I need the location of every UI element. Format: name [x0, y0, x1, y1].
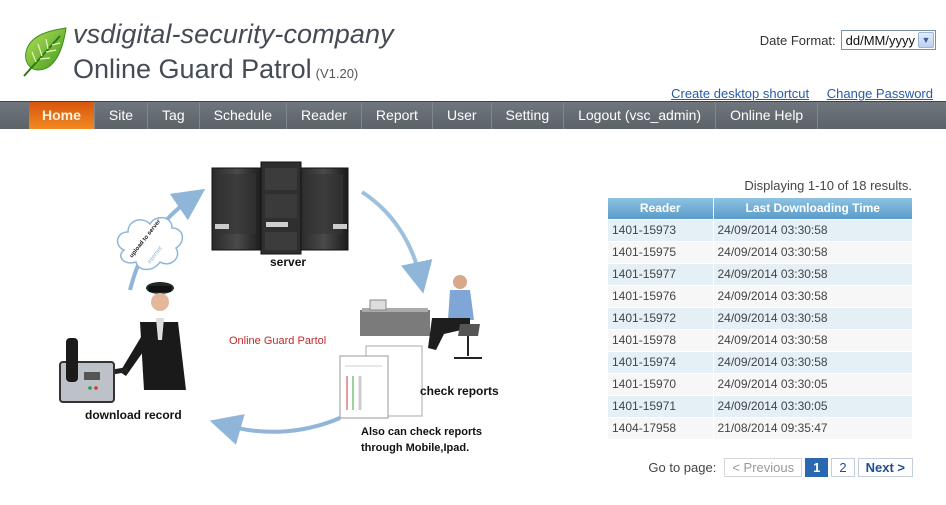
server-label: server	[270, 255, 307, 269]
reader-cell: 1401-15975	[608, 240, 714, 263]
page-1-button[interactable]: 1	[805, 458, 829, 477]
nav-logout[interactable]: Logout (vsc_admin)	[564, 102, 717, 129]
date-format-label: Date Format:	[759, 32, 836, 48]
table-header-row: Reader Last Downloading Time	[608, 198, 912, 219]
reader-cell: 1401-15971	[608, 394, 714, 417]
nav-site[interactable]: Site	[95, 102, 149, 129]
nav-online-help[interactable]: Online Help	[716, 102, 819, 129]
time-cell: 24/09/2014 03:30:58	[713, 262, 912, 285]
online-guard-patrol-caption: Online Guard Partol	[229, 335, 327, 347]
previous-page-button[interactable]: < Previous	[724, 458, 803, 477]
server-icon	[211, 161, 349, 255]
next-page-button[interactable]: Next >	[857, 458, 913, 477]
time-cell: 24/09/2014 03:30:58	[713, 328, 912, 351]
reader-cell: 1401-15974	[608, 350, 714, 373]
page-2-button[interactable]: 2	[831, 458, 855, 477]
main-nav: Home Site Tag Schedule Reader Report Use…	[0, 101, 946, 129]
nav-user[interactable]: User	[433, 102, 492, 129]
column-header-reader[interactable]: Reader	[608, 198, 714, 219]
reader-device-icon	[59, 338, 115, 403]
office-person-icon	[360, 275, 482, 359]
version-label: (V1.20)	[315, 66, 359, 81]
change-password-link[interactable]: Change Password	[826, 86, 933, 101]
chevron-down-icon[interactable]: ▼	[918, 32, 934, 48]
mobile-line-1: Also can check reports	[361, 426, 483, 438]
nav-report[interactable]: Report	[362, 102, 433, 129]
reader-cell: 1401-15976	[608, 284, 714, 307]
pager-label: Go to page:	[648, 460, 717, 475]
reports-to-download-arrow	[209, 414, 341, 445]
check-reports-label: check reports	[420, 384, 499, 398]
server-to-reports-arrow	[360, 190, 433, 294]
time-cell: 24/09/2014 03:30:58	[713, 350, 912, 373]
create-desktop-shortcut-link[interactable]: Create desktop shortcut	[671, 86, 810, 101]
results-summary: Displaying 1-10 of 18 results.	[744, 178, 912, 193]
header-links: Create desktop shortcut Change Password	[657, 86, 933, 101]
reports-document-icon	[339, 345, 423, 419]
time-cell: 24/09/2014 03:30:05	[713, 372, 912, 395]
workflow-illustration: upload to server internet	[40, 150, 570, 470]
cloud-icon	[116, 216, 184, 271]
company-name: vsdigital-security-company	[73, 19, 394, 49]
pagination: Go to page: < Previous 1 2 Next >	[648, 458, 913, 477]
product-title: Online Guard Patrol(V1.20)	[73, 54, 358, 85]
nav-setting[interactable]: Setting	[492, 102, 565, 129]
reader-cell: 1401-15972	[608, 306, 714, 329]
nav-schedule[interactable]: Schedule	[200, 102, 287, 129]
reader-cell: 1401-15977	[608, 262, 714, 285]
date-format-value: dd/MM/yyyy	[845, 32, 915, 48]
time-cell: 24/09/2014 03:30:05	[713, 394, 912, 417]
date-format-control: Date Format: dd/MM/yyyy ▼	[760, 30, 936, 50]
reader-cell: 1401-15970	[608, 372, 714, 395]
column-header-last-downloading-time[interactable]: Last Downloading Time	[713, 198, 912, 219]
nav-reader[interactable]: Reader	[287, 102, 362, 129]
reader-cell: 1401-15973	[608, 218, 714, 241]
leaf-icon	[23, 27, 67, 77]
nav-tag[interactable]: Tag	[148, 102, 200, 129]
time-cell: 24/09/2014 03:30:58	[713, 240, 912, 263]
reader-cell: 1404-17958	[608, 416, 714, 439]
nav-home[interactable]: Home	[29, 102, 95, 129]
reader-cell: 1401-15978	[608, 328, 714, 351]
download-record-label: download record	[85, 408, 182, 422]
product-name: Online Guard Patrol	[73, 54, 312, 84]
time-cell: 24/09/2014 03:30:58	[713, 306, 912, 329]
mobile-line-2: through Mobile,Ipad.	[361, 442, 470, 454]
date-format-select[interactable]: dd/MM/yyyy ▼	[840, 30, 936, 50]
time-cell: 24/09/2014 03:30:58	[713, 218, 912, 241]
guard-person-icon	[110, 282, 186, 390]
time-cell: 21/08/2014 09:35:47	[713, 416, 912, 439]
time-cell: 24/09/2014 03:30:58	[713, 284, 912, 307]
